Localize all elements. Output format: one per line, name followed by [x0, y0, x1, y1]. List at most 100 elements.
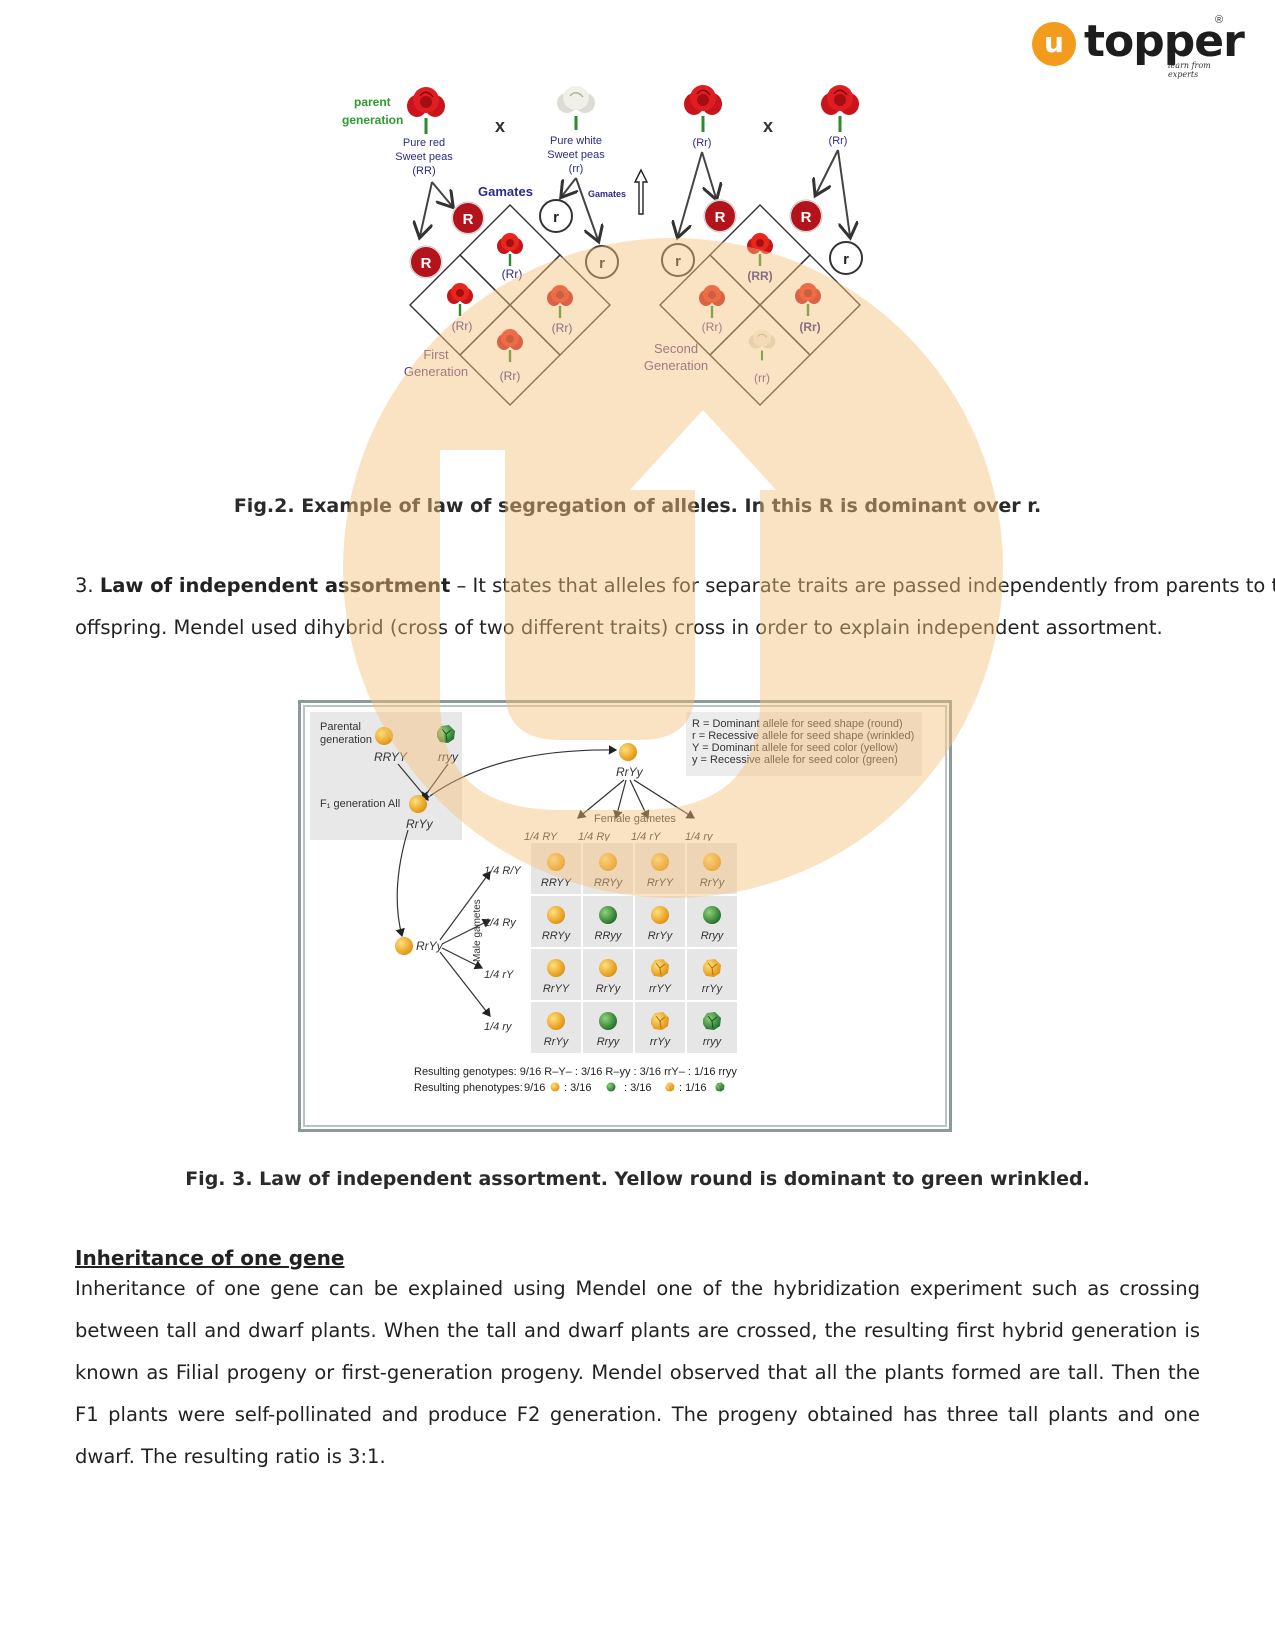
- punnett-genotype: RRYy: [594, 877, 624, 889]
- svg-text:r: r: [553, 209, 559, 226]
- svg-text:(Rr): (Rr): [552, 321, 573, 335]
- svg-text:F₁ generation All: F₁ generation All: [320, 798, 400, 810]
- second-generation-label: Second: [654, 341, 698, 356]
- logo-tagline: learn from experts: [1168, 61, 1211, 79]
- svg-text:rryy: rryy: [438, 750, 459, 764]
- green-round-seed-icon: [599, 906, 617, 924]
- svg-text:Parental: Parental: [320, 721, 361, 733]
- yellow-round-seed-icon: [375, 727, 393, 745]
- topper-logo: u topper ® learn from experts: [1032, 14, 1245, 79]
- green-round-seed-icon: [703, 906, 721, 924]
- svg-text:(Rr): (Rr): [829, 135, 848, 147]
- red-rose-icon: [819, 83, 861, 134]
- punnett-genotype: RrYy: [700, 877, 726, 889]
- svg-text:R = Dominant allele for seed s: R = Dominant allele for seed shape (roun…: [692, 718, 903, 730]
- svg-text:1/4 RY: 1/4 RY: [524, 831, 558, 843]
- svg-text:Female gametes: Female gametes: [594, 813, 676, 825]
- inheritance-heading: Inheritance of one gene: [75, 1246, 345, 1270]
- svg-text:(Rr): (Rr): [500, 369, 521, 383]
- svg-text:RrYy: RrYy: [406, 817, 434, 831]
- punnett-genotype: RrYy: [648, 930, 674, 942]
- svg-text:1/4 ry: 1/4 ry: [685, 831, 714, 843]
- svg-text:RRYY: RRYY: [374, 750, 408, 764]
- svg-text:: 3/16: : 3/16: [624, 1082, 652, 1094]
- svg-text:(Rr): (Rr): [693, 137, 712, 149]
- punnett-genotype: Rryy: [701, 930, 725, 942]
- punnett-genotype: RRyy: [595, 930, 623, 942]
- up-arrow-icon: [633, 168, 649, 215]
- figure-3-dihybrid-cross: Parental generation RRYY rryy F₁ generat…: [298, 700, 952, 1132]
- gamates-small-label: Gamates: [588, 189, 626, 199]
- svg-text:(Rr): (Rr): [502, 267, 523, 281]
- figure-2-segregation-diagram: parent generation x Pure red Sweet peas …: [342, 83, 863, 406]
- svg-text:RrYy: RrYy: [616, 765, 644, 779]
- punnett-genotype: RrYy: [544, 1036, 570, 1048]
- svg-text:x: x: [763, 116, 773, 136]
- punnett-genotype: rrYY: [649, 983, 672, 995]
- white-rose-icon: [555, 84, 597, 132]
- svg-text:Generation: Generation: [644, 358, 708, 373]
- first-generation-punnett: [409, 204, 611, 406]
- svg-text:Male gametes: Male gametes: [472, 899, 483, 962]
- punnett-genotype: rrYy: [702, 983, 724, 995]
- yellow-round-seed-icon: [599, 853, 617, 871]
- figure-2-caption: Fig.2. Example of law of segregation of …: [233, 495, 1042, 517]
- svg-text:Y = Dominant allele for seed c: Y = Dominant allele for seed color (yell…: [692, 742, 898, 754]
- svg-text:Sweet peas: Sweet peas: [547, 149, 605, 161]
- yellow-round-seed-icon: [547, 959, 565, 977]
- punnett-genotype: RrYY: [647, 877, 674, 889]
- punnett-genotype: RRYy: [542, 930, 572, 942]
- svg-text:r: r: [599, 255, 605, 272]
- yellow-round-seed-icon: [547, 853, 565, 871]
- punnett-genotype: RrYy: [596, 983, 622, 995]
- logo-circle-icon: [1032, 22, 1076, 66]
- svg-text:generation: generation: [320, 734, 372, 746]
- svg-text:1/4 rY: 1/4 rY: [484, 969, 514, 981]
- punnett-genotype: RrYY: [543, 983, 570, 995]
- yellow-round-seed-icon: [547, 1012, 565, 1030]
- svg-text:1/4 R/Y: 1/4 R/Y: [484, 865, 521, 877]
- first-generation-label: First: [423, 347, 449, 362]
- svg-text:(rr): (rr): [569, 163, 584, 175]
- figure-3-caption: Fig. 3. Law of independent assortment. Y…: [185, 1168, 1090, 1190]
- section-3-title: Law of independent assortment: [99, 574, 451, 597]
- parent-generation-label: parent: [354, 95, 391, 109]
- svg-text:1/4 ry: 1/4 ry: [484, 1021, 513, 1033]
- yellow-round-seed-icon: [703, 853, 721, 871]
- svg-text:(RR): (RR): [747, 269, 772, 283]
- punnett-genotype: rryy: [703, 1036, 723, 1048]
- yellow-round-seed-icon: [651, 906, 669, 924]
- parent-white-label: Pure white: [550, 135, 602, 147]
- svg-text:r: r: [675, 253, 681, 270]
- svg-text:RrYy: RrYy: [416, 939, 444, 953]
- yellow-round-seed-icon: [651, 853, 669, 871]
- second-generation-punnett: [659, 204, 861, 406]
- svg-text:(Rr): (Rr): [702, 320, 723, 334]
- logo-wordmark: topper: [1084, 16, 1245, 67]
- svg-text:9/16: 9/16: [524, 1082, 545, 1094]
- inheritance-paragraph: Inheritance of one gene can be explained…: [75, 1277, 1200, 1468]
- svg-text:R: R: [801, 209, 812, 226]
- svg-text:r: r: [843, 251, 849, 268]
- red-rose-icon: [405, 85, 447, 136]
- section-3-paragraph: 3. Law of independent assortment – It st…: [75, 574, 1275, 639]
- svg-text:Resulting phenotypes:: Resulting phenotypes:: [414, 1082, 523, 1094]
- yellow-round-seed-icon: [547, 906, 565, 924]
- svg-text:: 1/16: : 1/16: [679, 1082, 707, 1094]
- gamates-label: Gamates: [478, 184, 533, 199]
- green-round-seed-icon: [599, 1012, 617, 1030]
- red-rose-icon: [682, 83, 724, 134]
- punnett-genotype: RRYY: [541, 877, 572, 889]
- svg-text:(Rr): (Rr): [799, 320, 820, 334]
- svg-text:R: R: [715, 209, 726, 226]
- svg-text:1/4 Ry: 1/4 Ry: [578, 831, 611, 843]
- punnett-genotype: rrYy: [650, 1036, 672, 1048]
- svg-text:: 3/16: : 3/16: [564, 1082, 592, 1094]
- yellow-round-seed-icon: [599, 959, 617, 977]
- svg-text:R: R: [421, 255, 432, 272]
- svg-text:(RR): (RR): [412, 165, 435, 177]
- svg-text:R: R: [463, 211, 474, 228]
- svg-text:1/4 Ry: 1/4 Ry: [484, 917, 517, 929]
- cross-symbol: x: [495, 116, 505, 136]
